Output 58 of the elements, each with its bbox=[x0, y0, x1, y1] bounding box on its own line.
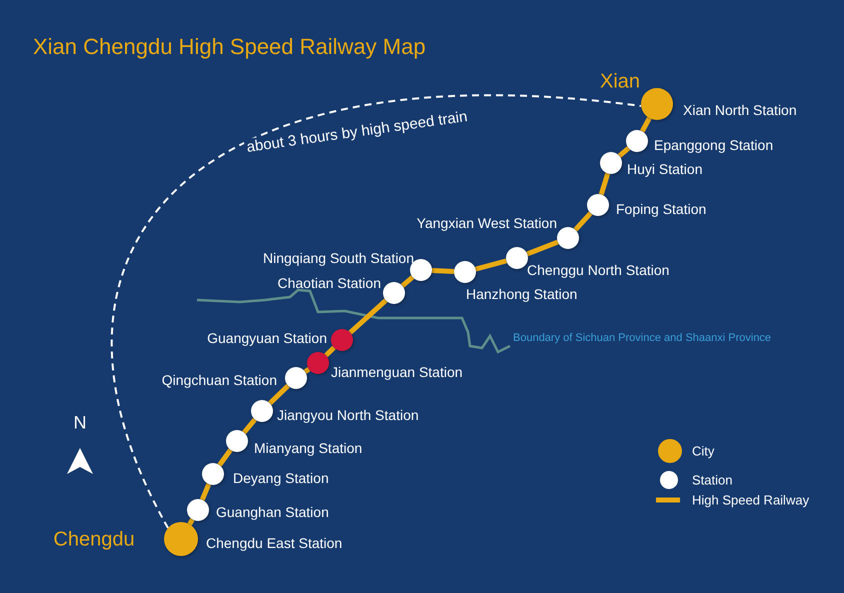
station-label: Yangxian West Station bbox=[416, 215, 557, 231]
station-marker bbox=[557, 227, 579, 249]
station-marker bbox=[506, 247, 528, 269]
station-label: Guangyuan Station bbox=[207, 330, 327, 346]
railway-line bbox=[574, 211, 592, 232]
station-marker bbox=[226, 430, 248, 452]
station-marker bbox=[454, 261, 476, 283]
railway-line bbox=[474, 258, 508, 272]
station-marker bbox=[187, 499, 209, 521]
city-name: Chengdu bbox=[53, 528, 135, 552]
station-marker bbox=[383, 282, 405, 304]
station-label: Guanghan Station bbox=[216, 504, 329, 520]
railway-line bbox=[526, 240, 559, 256]
railway-line bbox=[304, 367, 310, 374]
station-label: Huyi Station bbox=[627, 161, 702, 177]
railway-line bbox=[242, 418, 257, 434]
station-marker bbox=[331, 329, 353, 351]
station-marker bbox=[285, 367, 307, 389]
railway-line bbox=[268, 384, 290, 406]
station-marker bbox=[600, 152, 622, 174]
station-label: Mianyang Station bbox=[254, 440, 362, 456]
station-marker bbox=[251, 400, 273, 422]
north-label: N bbox=[74, 412, 86, 434]
railway-line bbox=[200, 483, 212, 501]
station-marker bbox=[626, 130, 648, 152]
station-label: Qingchuan Station bbox=[162, 372, 277, 388]
station-label: Chengdu East Station bbox=[206, 535, 342, 551]
station-label: Xian North Station bbox=[683, 102, 797, 118]
dashed-route-line bbox=[111, 95, 642, 528]
boundary-label: Boundary of Sichuan Province and Shaanxi Province bbox=[513, 332, 772, 344]
station-label: Chenggu North Station bbox=[527, 262, 670, 278]
station-label: Epanggong Station bbox=[654, 137, 774, 153]
city-name: Xian bbox=[600, 70, 640, 94]
legend-label: City bbox=[692, 444, 714, 458]
station-label: Hanzhong Station bbox=[466, 286, 578, 302]
station-label: Chaotian Station bbox=[277, 275, 381, 291]
railway-line bbox=[217, 448, 233, 467]
map-title: Xian Chengdu High Speed Railway Map bbox=[33, 34, 426, 60]
railway-line bbox=[324, 346, 336, 358]
railway-line bbox=[400, 275, 414, 288]
railway-line bbox=[348, 298, 388, 334]
railway-line bbox=[598, 172, 610, 196]
railway-line bbox=[618, 146, 630, 158]
railway-line bbox=[640, 116, 652, 133]
legend-label: Station bbox=[692, 472, 732, 488]
station-label: Jianmenguan Station bbox=[331, 364, 463, 380]
station-label: Jiangyou North Station bbox=[277, 407, 419, 423]
station-label: Ningqiang South Station bbox=[263, 250, 414, 266]
railway-line bbox=[432, 268, 454, 274]
station-label: Foping Station bbox=[616, 201, 706, 217]
station-marker bbox=[587, 194, 609, 216]
legend-label: High Speed Railway bbox=[692, 492, 810, 508]
station-marker bbox=[307, 352, 329, 374]
city-marker bbox=[164, 522, 198, 556]
railway-line bbox=[187, 518, 195, 526]
station-label: Deyang Station bbox=[233, 470, 329, 486]
station-marker bbox=[202, 463, 224, 485]
city-marker bbox=[641, 88, 673, 120]
